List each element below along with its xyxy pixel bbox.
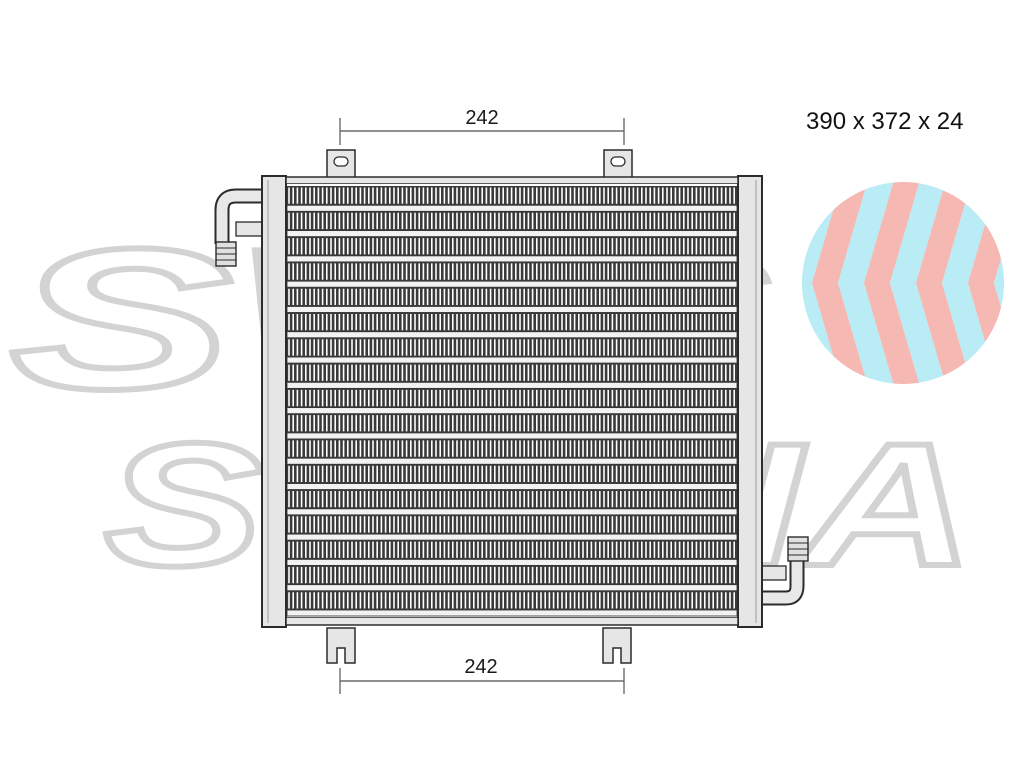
dimension-label-bottom: 242 — [464, 656, 497, 678]
tube — [287, 457, 737, 465]
side-tank-right — [737, 175, 763, 628]
overall-dimensions-label: 390 x 372 x 24 — [806, 108, 964, 135]
tube — [287, 381, 737, 389]
tube — [287, 533, 737, 541]
inlet-pipe — [214, 188, 263, 267]
tube — [287, 230, 737, 237]
dimension-line-top: 242 — [339, 107, 625, 145]
frame-rail-bottom — [285, 616, 739, 626]
tube — [287, 331, 737, 339]
tube — [287, 280, 737, 288]
mount-bracket-top-right — [603, 149, 633, 181]
outlet-pipe — [761, 536, 809, 606]
tube — [287, 255, 737, 263]
mount-bracket-bottom-right — [602, 627, 632, 664]
tube — [287, 483, 737, 490]
frame-rail-top — [285, 176, 739, 185]
tube — [287, 508, 737, 516]
mount-bracket-bottom-left — [326, 627, 356, 664]
logo-stripe — [916, 182, 972, 384]
mount-bracket-top-left — [326, 149, 356, 181]
tube — [287, 407, 737, 415]
logo-stripe — [994, 182, 1004, 384]
logo-stripe — [864, 182, 920, 384]
tube — [287, 306, 737, 313]
logo-stripe — [942, 182, 998, 384]
fin-slits — [288, 187, 735, 609]
tube — [287, 204, 737, 212]
condenser-core — [287, 184, 737, 617]
tube — [287, 356, 737, 364]
tube — [287, 584, 737, 592]
dimension-line-bottom: 242 — [339, 656, 625, 694]
tube — [287, 432, 737, 440]
brand-logo — [802, 182, 1004, 384]
tube — [287, 559, 737, 566]
logo-stripe — [838, 182, 894, 384]
side-tank-left — [261, 175, 287, 628]
logo-stripe — [812, 182, 868, 384]
tube — [287, 609, 737, 617]
logo-stripe — [890, 182, 946, 384]
dimension-label-top: 242 — [465, 107, 498, 129]
